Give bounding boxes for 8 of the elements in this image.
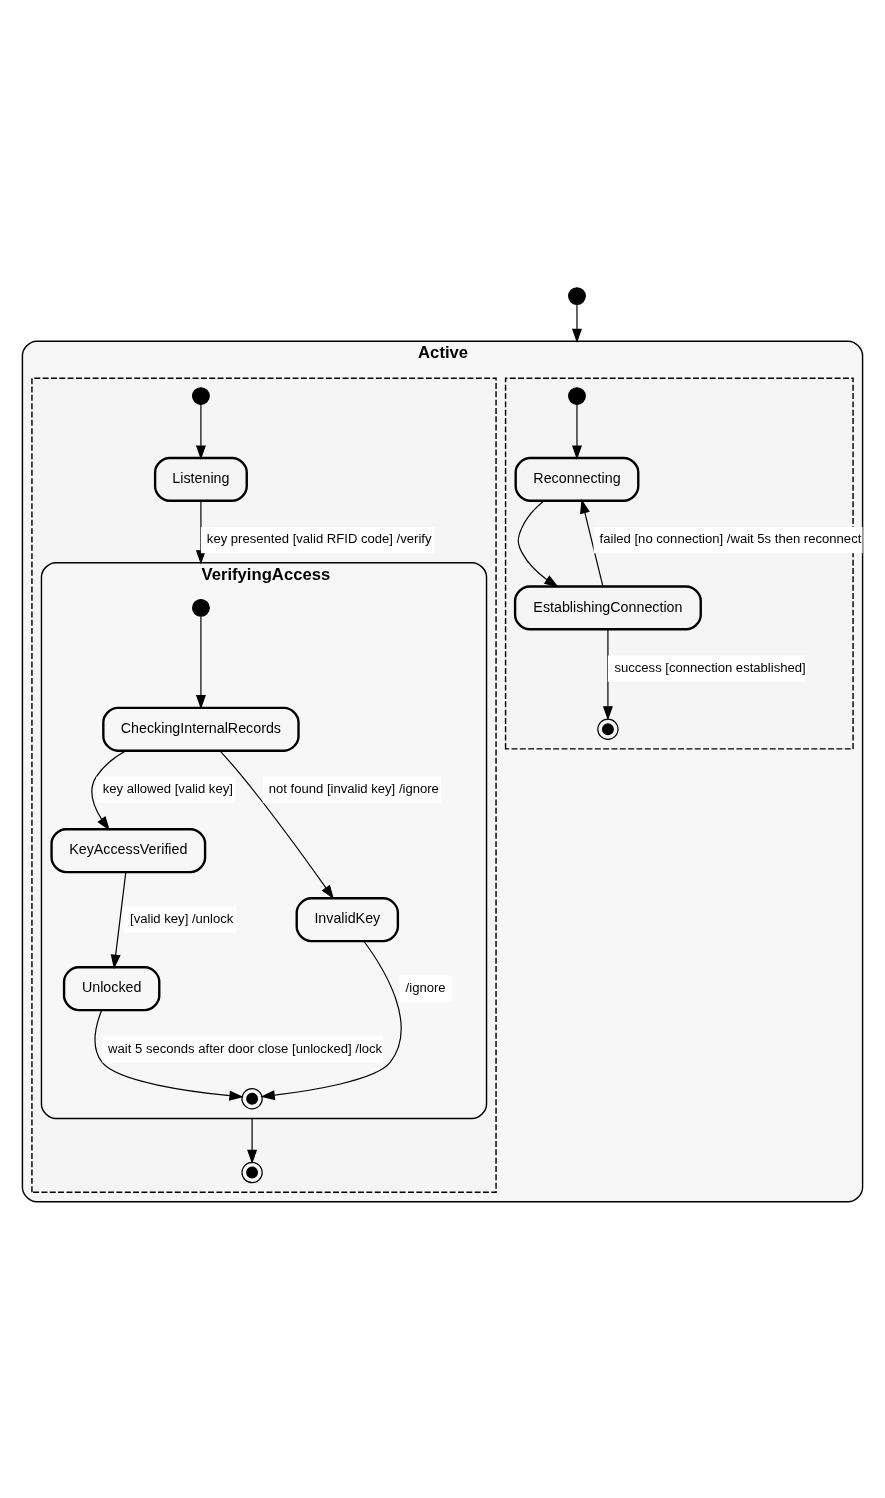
edge-label: not found [invalid key] /ignore — [268, 780, 439, 796]
edge-label: success [connection established] — [614, 659, 806, 675]
edge-label: key presented [valid RFID code] /verify — [206, 530, 432, 546]
edge-label: key allowed [valid key] — [102, 780, 233, 796]
edge-label: /ignore — [405, 979, 446, 995]
edge-label: failed [no connection] /wait 5s then reconnect — [599, 530, 862, 546]
edge-label: [valid key] /unlock — [130, 910, 234, 926]
edge-label: wait 5 seconds after door close [unlocked] /lock — [108, 1040, 383, 1056]
